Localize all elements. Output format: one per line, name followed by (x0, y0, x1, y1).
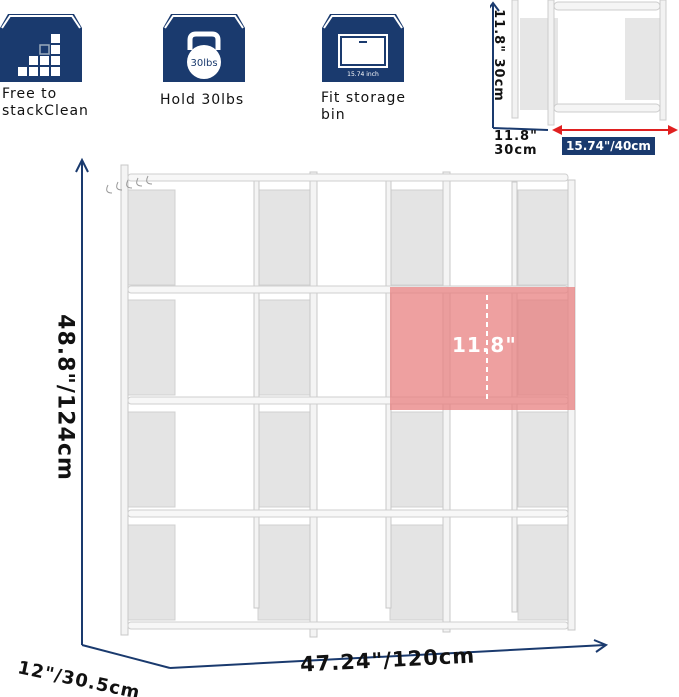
inset-arrows (490, 1, 678, 135)
storage-bin-icon: 15.74 inch (322, 14, 404, 82)
kettlebell-text: 30lbs (190, 58, 217, 69)
highlighted-cube (390, 287, 575, 410)
bin-width-text: 15.74 inch (347, 71, 379, 78)
single-cube-illustration (511, 0, 667, 126)
stack-blocks-icon (0, 14, 82, 82)
feature-stack-line2: stackClean (2, 103, 89, 119)
hooks-icon (106, 175, 153, 194)
kettlebell-icon: 30lbs (163, 14, 245, 82)
inset-depth-arrow (492, 127, 549, 131)
width-arrow (169, 644, 606, 669)
feature-weight-label: Hold 30lbs (160, 92, 245, 108)
feature-stack-line1: Free to (2, 86, 58, 102)
inset-depth-line1: 11.8" (494, 129, 538, 144)
cube-height-label: 11.8" (452, 333, 517, 357)
feature-bin-label: Fit storage bin (321, 90, 406, 124)
inset-width-badge: 15.74"/40cm (562, 137, 655, 155)
depth-arrow (81, 644, 171, 669)
feature-stack-label: Free to stackClean (2, 86, 89, 120)
feature-bin-line1: Fit storage (321, 90, 407, 106)
inset-depth-line2: 30cm (494, 143, 538, 158)
total-height-label: 48.8"/124cm (52, 314, 78, 481)
inset-depth-label: 11.8" 30cm (494, 130, 538, 158)
feature-bin-line2: bin (321, 107, 346, 123)
